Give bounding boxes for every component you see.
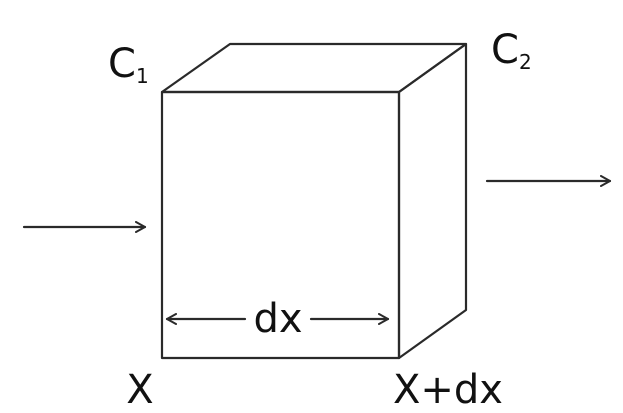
label-c1-main: C	[108, 41, 136, 87]
label-c2-main: C	[491, 27, 519, 73]
label-x-left: X	[126, 367, 153, 413]
label-c2-subscript: 2	[519, 50, 532, 74]
label-c1: C1	[108, 41, 149, 88]
label-c2: C2	[491, 27, 532, 74]
label-c1-subscript: 1	[136, 64, 149, 88]
label-dx: dx	[253, 296, 302, 342]
cube-top-face	[160, 42, 468, 94]
cube-side-face	[397, 42, 468, 360]
label-x-right: X+dx	[393, 367, 503, 413]
